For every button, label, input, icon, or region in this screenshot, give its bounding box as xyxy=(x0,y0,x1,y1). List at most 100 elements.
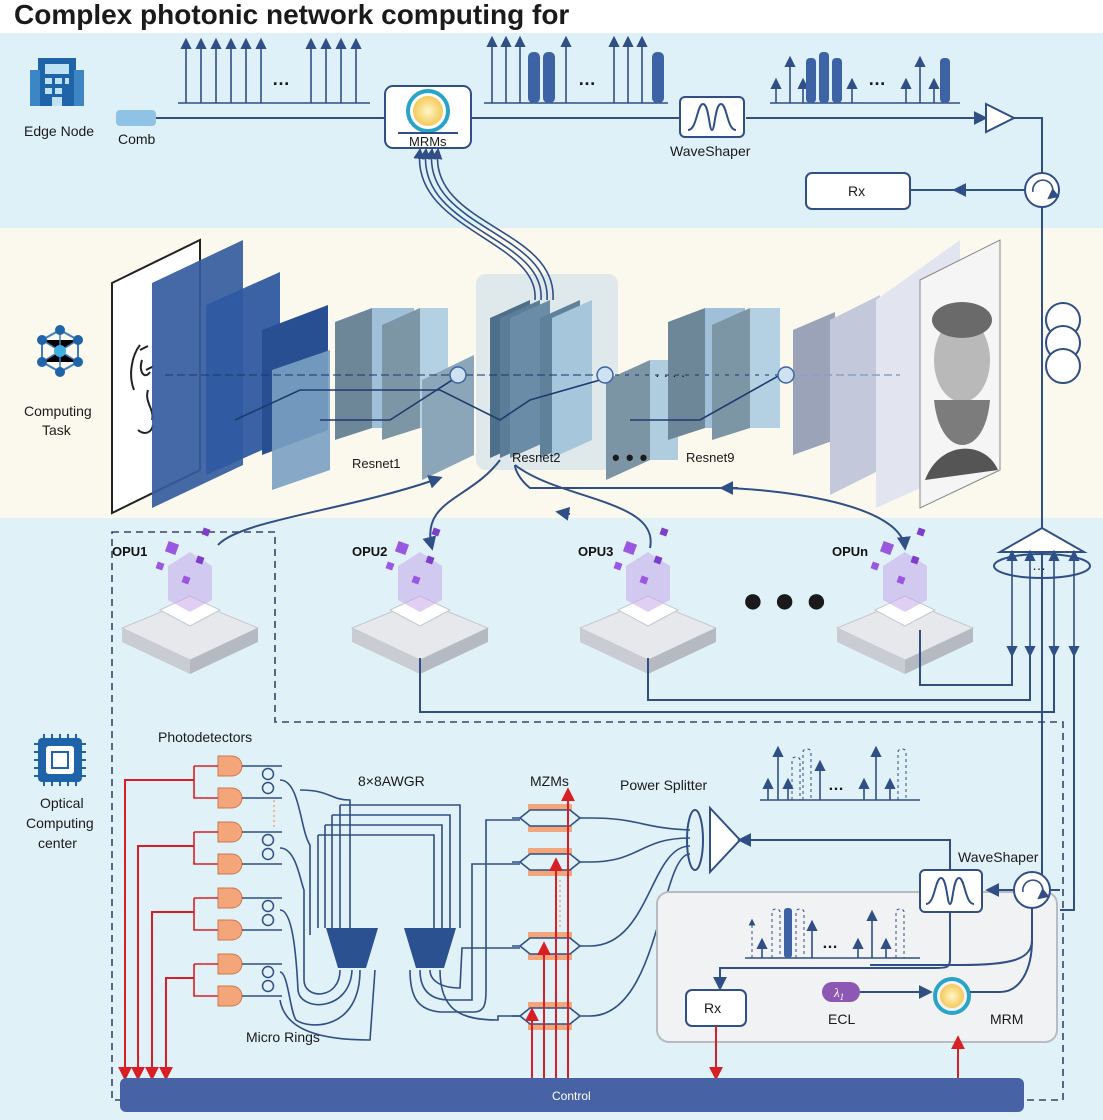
edge-circulator xyxy=(1024,172,1060,208)
mzm-modulator xyxy=(512,848,590,876)
network-flow-lines: · · · · • • • xyxy=(165,366,900,470)
edge-rx-label: Rx xyxy=(848,183,865,199)
opu-cube xyxy=(195,555,205,565)
resnet9-label: Resnet9 xyxy=(686,450,734,465)
opu-cube xyxy=(164,540,180,556)
mzm-control-wires xyxy=(525,787,575,1078)
center-label-line3: center xyxy=(38,835,77,851)
resnet2-block xyxy=(490,300,592,458)
center-waveshaper-label: WaveShaper xyxy=(958,849,1039,865)
page-title: Complex photonic network computing for xyxy=(14,0,569,30)
opu-cube xyxy=(910,555,920,565)
center-waveshaper xyxy=(919,869,983,913)
opu-cube xyxy=(385,561,395,571)
pd-control-wires xyxy=(118,779,194,1081)
encoder-layers xyxy=(152,240,474,508)
opu-cube xyxy=(916,527,926,537)
opu-cube xyxy=(425,555,435,565)
svg-text:…: … xyxy=(578,69,596,89)
comb-source xyxy=(116,110,156,126)
edge-amplifier xyxy=(985,102,1017,134)
control-bar xyxy=(120,1078,1024,1112)
opu-cube xyxy=(639,575,649,585)
center-rx-label: Rx xyxy=(704,1000,721,1016)
task-label-line2: Task xyxy=(42,422,72,438)
opu-cube xyxy=(613,561,623,571)
opu-label: OPUn xyxy=(832,544,868,559)
opu-cube xyxy=(181,575,191,585)
photodetector-array xyxy=(193,755,282,1007)
svg-text:…: … xyxy=(868,69,886,89)
mzm-modulator xyxy=(512,932,590,960)
opu-cube xyxy=(411,575,421,585)
center-mrm xyxy=(933,977,971,1015)
opu-label: OPU1 xyxy=(112,544,147,559)
comb-label: Comb xyxy=(118,131,156,147)
power-splitter-label: Power Splitter xyxy=(620,777,707,793)
mzms-label: MZMs xyxy=(530,773,569,789)
mzm-modulator xyxy=(512,804,590,832)
opu-unit-1: OPU1 xyxy=(112,527,260,674)
center-spectrum-bottom: … xyxy=(745,908,920,959)
micro-ring xyxy=(193,963,275,997)
opu-cube xyxy=(879,540,895,556)
edge-spectrum-comb: … xyxy=(178,37,370,104)
chip-icon xyxy=(34,734,86,786)
edge-spectrum-modulated: … xyxy=(484,35,668,104)
mzm-array xyxy=(512,804,590,1030)
opu-label: OPU3 xyxy=(578,544,613,559)
photodetector xyxy=(217,985,282,1007)
mrms-to-resnet2-fibers xyxy=(413,147,554,301)
svg-text:…: … xyxy=(822,935,838,952)
opu-unit-2: OPU2 xyxy=(350,527,490,674)
center-label-line1: Optical xyxy=(40,795,84,811)
resnet2-label: Resnet2 xyxy=(512,450,560,465)
awgr-label: 8×8AWGR xyxy=(358,773,425,789)
opu-cube xyxy=(431,527,441,537)
opu-group-boundary xyxy=(111,531,1064,1101)
micro-ring xyxy=(193,831,275,865)
opu-cube xyxy=(201,527,211,537)
opu-label: OPU2 xyxy=(352,544,387,559)
center-circulator xyxy=(1013,871,1051,909)
opu-cube xyxy=(394,540,410,556)
photodetector xyxy=(217,853,282,875)
micro-rings-label: Micro Rings xyxy=(246,1029,320,1045)
photodetector xyxy=(217,919,282,941)
center-spectrum-top: … xyxy=(760,745,920,801)
svg-text:• • •: • • • xyxy=(612,445,647,470)
mrms-modulator xyxy=(384,85,472,149)
opu-cube xyxy=(622,540,638,556)
fiber-spool-icon xyxy=(1045,302,1081,384)
edge-node-building-icon xyxy=(30,58,84,106)
edge-waveshaper-label: WaveShaper xyxy=(670,143,751,159)
control-label: Control xyxy=(552,1089,591,1103)
opu-cube xyxy=(870,561,880,571)
svg-text:…: … xyxy=(272,69,290,89)
micro-ring xyxy=(193,765,275,799)
ecl-label: ECL xyxy=(828,1011,855,1027)
svg-text:…: … xyxy=(1032,557,1046,573)
center-label-line2: Computing xyxy=(26,815,94,831)
mrms-label: MRMs xyxy=(409,134,447,149)
svg-text:…: … xyxy=(828,777,844,794)
power-splitter-coupler xyxy=(686,809,704,871)
photodetector xyxy=(217,755,282,777)
opu-ellipsis: ● ● ● xyxy=(742,579,827,620)
micro-ring xyxy=(193,897,275,931)
opu-cube xyxy=(896,575,906,585)
opu-cube xyxy=(659,527,669,537)
edge-spectrum-shaped: … xyxy=(770,52,960,104)
task-label-line1: Computing xyxy=(24,403,92,419)
network-icon xyxy=(37,325,83,377)
output-portrait-image xyxy=(919,239,1001,509)
ecl-lambda: λ1 xyxy=(833,985,844,1002)
edge-node-label: Edge Node xyxy=(24,123,94,139)
opu-unit-3: OPU3 xyxy=(578,527,718,674)
photodetector xyxy=(217,953,282,975)
resnet1-label: Resnet1 xyxy=(352,456,400,471)
opu-units: OPU1 OPU2 OPU3 OPUn xyxy=(112,527,975,674)
photodetector xyxy=(217,887,282,909)
photodetector xyxy=(217,787,282,809)
